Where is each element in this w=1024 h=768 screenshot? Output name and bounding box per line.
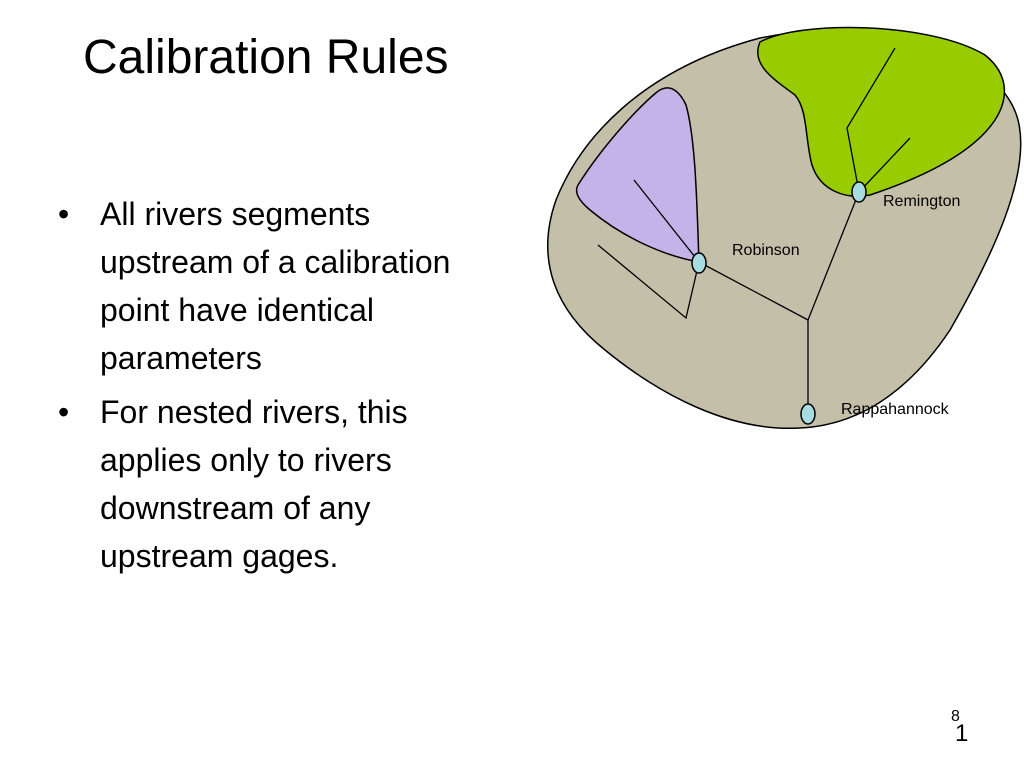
slide-number-small: 8 (951, 708, 960, 725)
bullet-icon: • (58, 196, 70, 232)
river-segment (633, 179, 700, 263)
robinson-gage-icon (691, 252, 707, 274)
robinson-subbasin (575, 87, 700, 263)
bullet-text: For nested rivers, this applies only to … (100, 394, 408, 574)
bullet-icon: • (58, 394, 70, 430)
slide-title: Calibration Rules (83, 31, 449, 84)
remington-label: Remington (883, 193, 960, 210)
rappahannock-label: Rappahannock (841, 401, 950, 418)
bullet-text: All rivers segments upstream of a calibr… (100, 196, 451, 376)
river-network (597, 47, 911, 414)
remington-subbasin (757, 26, 1006, 197)
river-segment (698, 261, 809, 321)
bullet-item-nested-rivers: • For nested rivers, this applies only t… (58, 388, 508, 580)
slide-number-large: 1 (955, 720, 969, 747)
river-segment (858, 137, 911, 193)
bullet-item-calibration-point: • All rivers segments upstream of a cali… (58, 190, 508, 382)
bullet-list: • All rivers segments upstream of a cali… (58, 190, 508, 586)
river-segment (597, 244, 700, 320)
rappahannock-gage-icon (800, 403, 816, 425)
river-segment (807, 191, 860, 321)
remington-gage-icon (851, 181, 867, 203)
river-segment (846, 47, 896, 193)
robinson-label: Robinson (732, 242, 800, 259)
